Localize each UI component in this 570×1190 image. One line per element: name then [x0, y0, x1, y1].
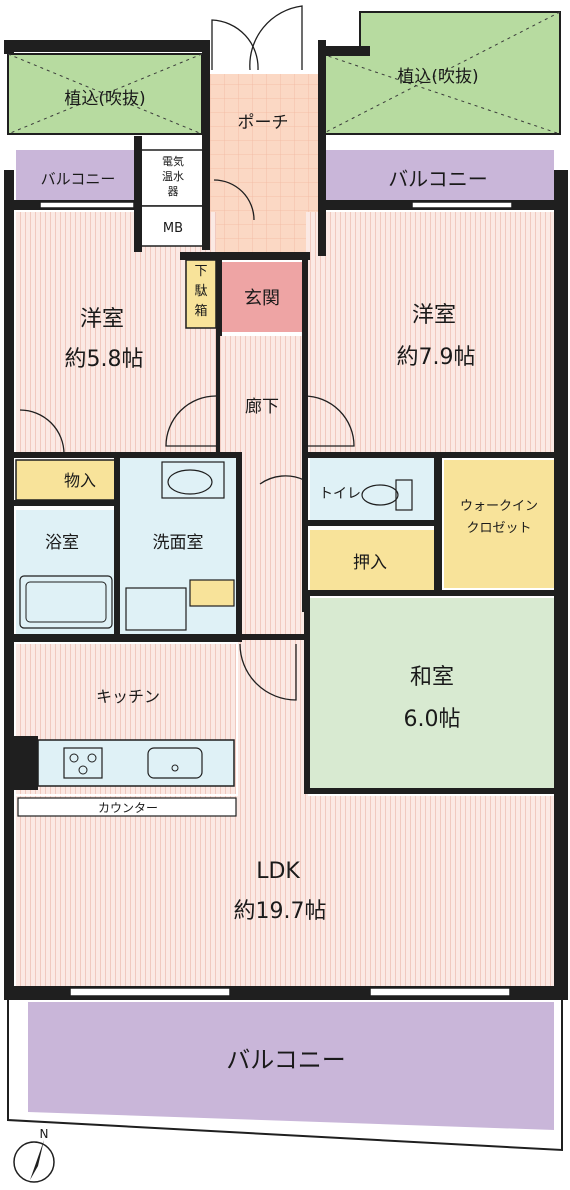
balcony-top-left-area — [16, 150, 134, 200]
closet-area — [310, 530, 434, 590]
storage-label: 物入 — [64, 471, 96, 490]
ldk-size: 約19.7帖 — [234, 899, 327, 924]
entrance-label: 玄関 — [244, 288, 280, 309]
planter-left-label: 植込(吹抜) — [64, 89, 145, 109]
japanese-room-label: 和室 — [410, 665, 454, 690]
western-room-left-floor — [16, 212, 216, 456]
toilet-icon — [361, 479, 413, 511]
north-arrow-icon — [30, 1140, 44, 1180]
counter-bar — [17, 797, 237, 817]
toilet-floor — [310, 456, 434, 520]
compass: N — [13, 1127, 55, 1183]
planter-left — [7, 53, 203, 135]
washroom-storage — [189, 579, 235, 607]
western-room-right-label: 洋室 — [412, 303, 456, 328]
western-room-right-size: 約7.9帖 — [397, 345, 476, 370]
balcony-bottom-label: バルコニー — [226, 1046, 346, 1074]
washroom-label: 洗面室 — [153, 533, 204, 553]
balcony-top-right-label: バルコニー — [388, 167, 488, 191]
western-room-right-floor — [306, 212, 554, 452]
corridor-label: 廊下 — [245, 397, 279, 417]
japanese-room-floor — [310, 598, 554, 790]
western-room-left-label: 洋室 — [80, 307, 124, 332]
balcony-top-right-area — [322, 150, 554, 200]
windows — [39, 201, 513, 997]
water-heater-label: 電気温水器 — [162, 155, 184, 198]
western-room-left-size: 約5.8帖 — [65, 347, 144, 372]
toilet-label: トイレ — [319, 486, 361, 502]
washbasin-icon — [161, 461, 225, 499]
porch-area — [208, 74, 318, 254]
porch-label: ポーチ — [238, 113, 289, 133]
bathtub-icon — [19, 575, 113, 629]
kitchen-counter-fixtures — [37, 739, 235, 787]
balcony-top-left-label: バルコニー — [41, 170, 116, 188]
shoe-cabinet-label: 下駄箱 — [194, 264, 208, 319]
compass-ring — [13, 1141, 55, 1183]
walk-in-closet-label: ウォークインクロゼット — [459, 499, 538, 536]
kitchen-label: キッチン — [96, 687, 160, 706]
washing-machine-pan-icon — [125, 587, 187, 631]
counter-label: カウンター — [98, 801, 158, 815]
compass-north-label: N — [40, 1127, 49, 1141]
planter-right-label: 植込(吹抜) — [397, 67, 478, 87]
ldk-floor — [16, 796, 554, 986]
walk-in-closet-area — [444, 460, 554, 588]
ldk-floor-upper — [238, 640, 308, 800]
balcony-bottom-area — [28, 1002, 554, 1130]
ldk-label: LDK — [256, 859, 300, 884]
japanese-room-size: 6.0帖 — [404, 707, 461, 732]
meter-box-label: MB — [163, 221, 183, 236]
doors — [19, 5, 355, 701]
closet-label: 押入 — [353, 553, 387, 573]
bathroom-label: 浴室 — [45, 533, 79, 553]
entrance-area — [222, 262, 302, 332]
